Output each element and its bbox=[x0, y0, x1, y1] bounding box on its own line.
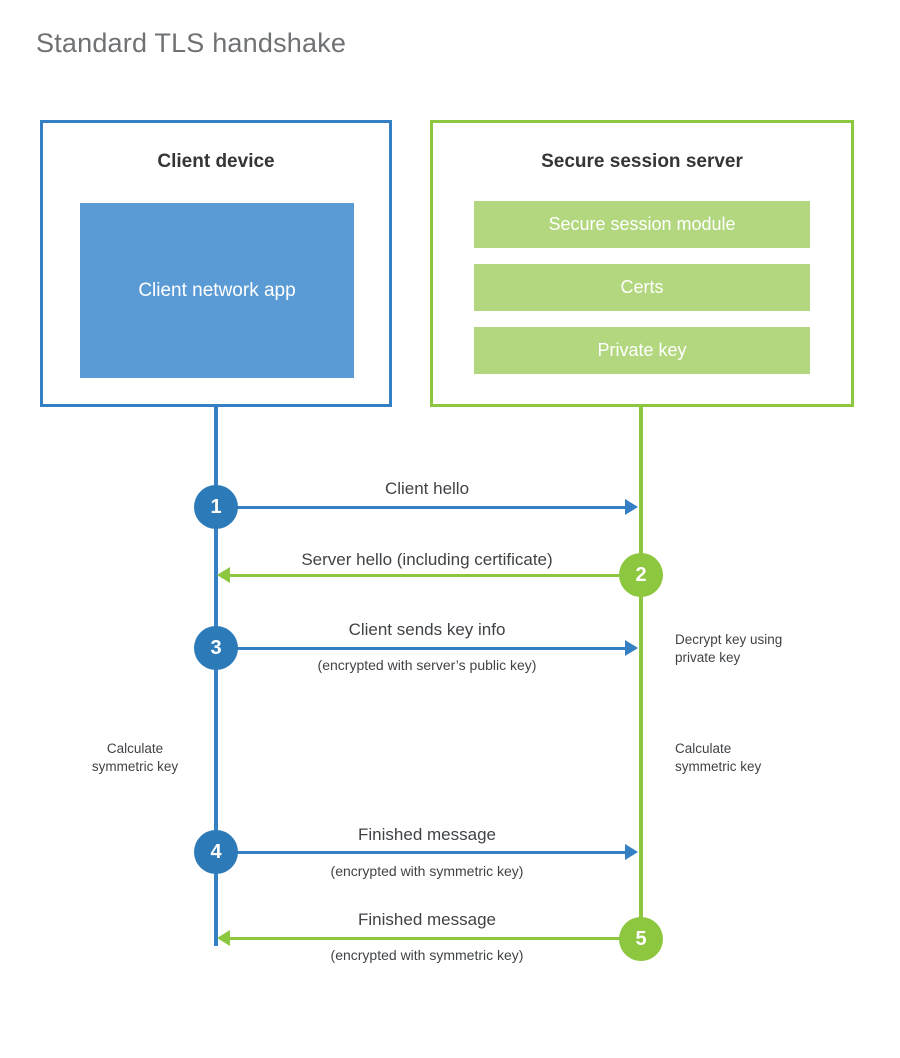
step-1-label: Client hello bbox=[384, 479, 470, 498]
step-1-arrow-line bbox=[216, 506, 626, 509]
annotation-decrypt-key-line2: private key bbox=[675, 650, 741, 666]
annotation-calc-client-line2: symmetric key bbox=[91, 759, 179, 775]
step-3-number-badge[interactable]: 3 bbox=[194, 626, 238, 670]
step-4-arrow-head bbox=[625, 844, 638, 860]
step-3-sublabel: (encrypted with server’s public key) bbox=[317, 657, 537, 673]
step-1-arrow-head bbox=[625, 499, 638, 515]
step-5-sublabel: (encrypted with symmetric key) bbox=[330, 947, 524, 963]
secure-session-server-box: Secure session server Secure session mod… bbox=[430, 120, 854, 407]
step-2-arrow-line bbox=[230, 574, 640, 577]
step-2-number-badge[interactable]: 2 bbox=[619, 553, 663, 597]
step-4-sublabel: (encrypted with symmetric key) bbox=[330, 863, 524, 879]
step-4-label: Finished message bbox=[358, 825, 496, 844]
page-title: Standard TLS handshake bbox=[36, 28, 347, 58]
client-network-app-block: Client network app bbox=[80, 203, 354, 378]
annotation-calculate-symmetric-key-server: Calculate symmetric key bbox=[675, 740, 845, 776]
step-4-number-badge[interactable]: 4 bbox=[194, 830, 238, 874]
step-2-arrow-head bbox=[217, 567, 230, 583]
step-1-number-badge[interactable]: 1 bbox=[194, 485, 238, 529]
server-lifeline bbox=[639, 404, 643, 938]
client-device-box: Client device Client network app bbox=[40, 120, 392, 407]
step-3-arrow-line bbox=[216, 647, 626, 650]
client-device-title: Client device bbox=[157, 151, 275, 172]
step-2-label: Server hello (including certificate) bbox=[301, 550, 553, 569]
server-component-certs: Certs bbox=[474, 264, 810, 311]
step-3-arrow-head bbox=[625, 640, 638, 656]
step-5-label: Finished message bbox=[358, 910, 496, 929]
step-4-arrow-line bbox=[216, 851, 626, 854]
client-lifeline bbox=[214, 404, 218, 946]
step-5-arrow-line bbox=[230, 937, 640, 940]
secure-session-server-title: Secure session server bbox=[541, 151, 743, 172]
annotation-calculate-symmetric-key-client: Calculate symmetric key bbox=[70, 740, 200, 776]
server-component-secure-session-module: Secure session module bbox=[474, 201, 810, 248]
step-3-label: Client sends key info bbox=[348, 620, 506, 639]
step-5-number-badge[interactable]: 5 bbox=[619, 917, 663, 961]
step-5-arrow-head bbox=[217, 930, 230, 946]
annotation-calc-server-line2: symmetric key bbox=[675, 759, 762, 775]
annotation-calc-server-line1: Calculate bbox=[675, 741, 732, 756]
annotation-decrypt-key-line1: Decrypt key using bbox=[675, 632, 783, 647]
annotation-calc-client-line1: Calculate bbox=[106, 741, 164, 756]
server-component-private-key: Private key bbox=[474, 327, 810, 374]
annotation-decrypt-key: Decrypt key using private key bbox=[675, 631, 865, 667]
